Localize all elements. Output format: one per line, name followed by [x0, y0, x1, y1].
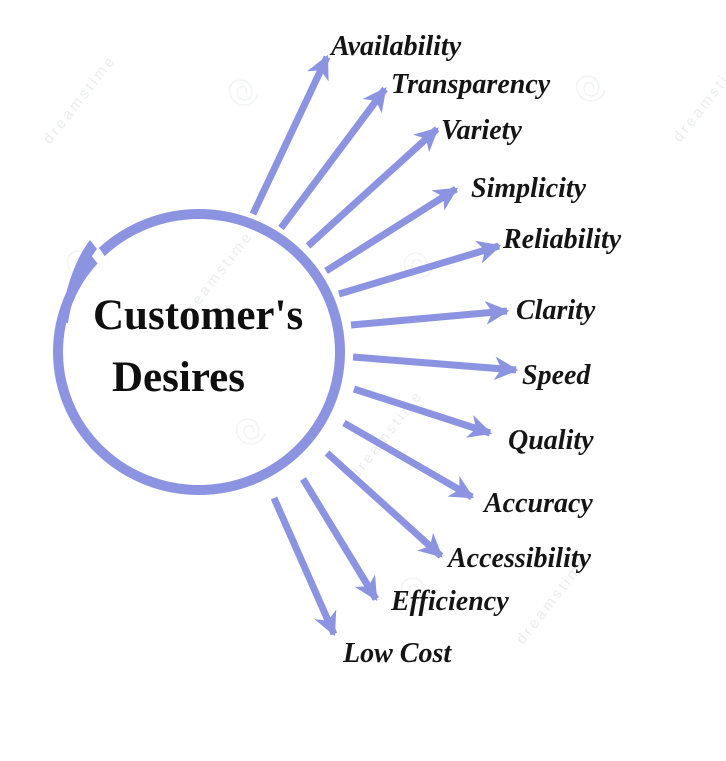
label-clarity: Clarity [516, 295, 596, 326]
arrow-accuracy [342, 419, 475, 501]
center-title-line2: Desires [112, 354, 245, 401]
arrow-clarity [350, 301, 510, 329]
arrow-transparency [278, 86, 388, 231]
watermark-text: dreamstime [670, 50, 726, 146]
label-availability: Availability [331, 31, 462, 62]
label-transparency: Transparency [391, 69, 551, 100]
label-speed: Speed [522, 360, 591, 391]
circle-pen-tail [61, 240, 97, 323]
arrow-simplicity [324, 186, 459, 274]
arrow-availability [249, 54, 331, 216]
arrow-variety [305, 126, 440, 249]
arrow-speed [352, 353, 519, 381]
arrow-accessibility [324, 450, 444, 559]
watermark-text: dreamstime [40, 52, 120, 148]
label-variety: Variety [441, 115, 522, 146]
label-accessibility: Accessibility [448, 543, 592, 574]
watermark: dreamstime dreamstime dreamstime dreamst… [40, 50, 726, 648]
arrow-low-cost [270, 496, 338, 637]
label-quality: Quality [508, 425, 594, 456]
label-reliability: Reliability [503, 224, 622, 255]
arrow-quality [352, 385, 493, 438]
center-circle [53, 209, 345, 495]
center-title-line1: Customer's [93, 292, 304, 339]
arrow-group [249, 54, 519, 637]
label-accuracy: Accuracy [484, 488, 593, 519]
label-efficiency: Efficiency [391, 586, 509, 617]
label-simplicity: Simplicity [471, 173, 587, 204]
arrow-efficiency [300, 477, 379, 602]
label-low-cost: Low Cost [343, 638, 452, 669]
arrow-reliability [337, 240, 502, 298]
